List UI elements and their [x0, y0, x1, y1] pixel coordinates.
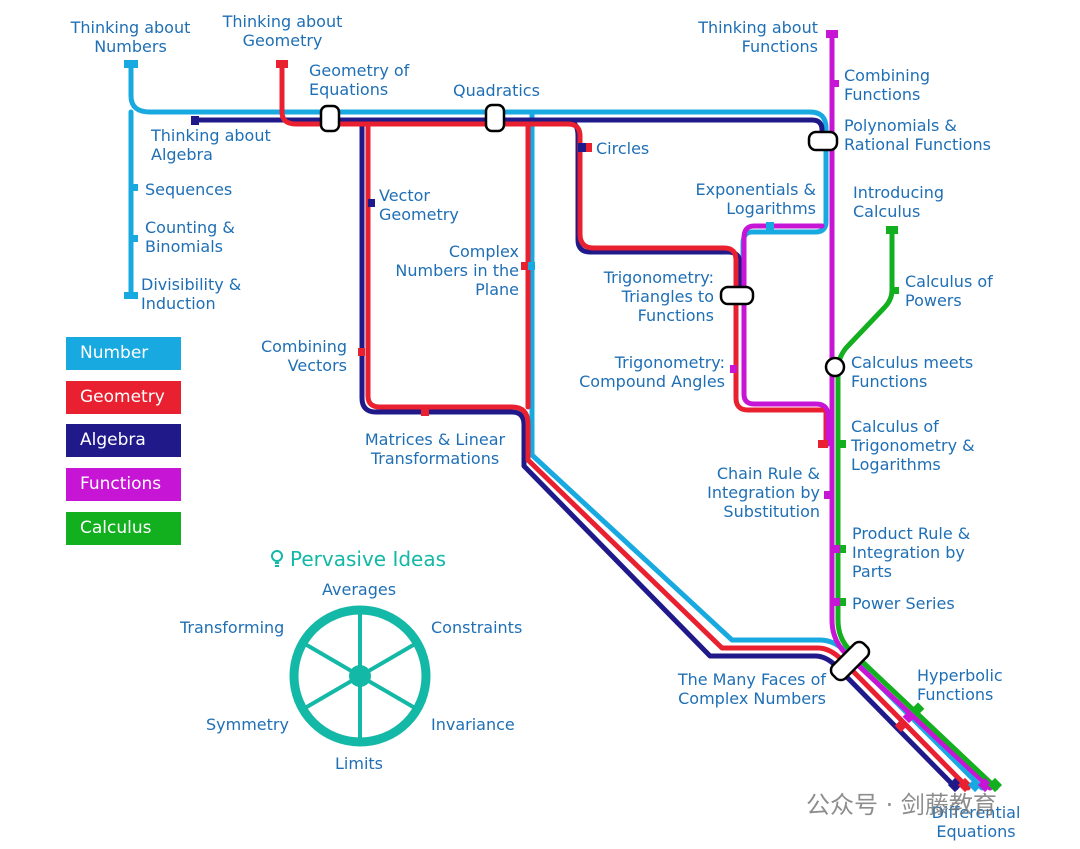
pervasive-constraints: Constraints	[431, 618, 523, 637]
station-thinking-about-functions[interactable]: Thinking about Functions	[698, 18, 818, 56]
tick-power-series-green	[840, 598, 846, 606]
station-matrices[interactable]: Matrices & Linear Transformations	[364, 430, 506, 468]
legend-geometry: Geometry	[66, 381, 181, 414]
wheel-hub	[349, 665, 371, 687]
pervasive-wheel	[289, 605, 431, 747]
tick-thinking-geometry	[276, 60, 288, 68]
interchange-polynomials	[807, 130, 839, 152]
pervasive-symmetry: Symmetry	[206, 715, 289, 734]
tick-circles	[578, 143, 586, 152]
station-sequences[interactable]: Sequences	[145, 180, 233, 199]
station-counting-binomials[interactable]: Counting & Binomials	[145, 218, 235, 256]
legend-algebra: Algebra	[66, 424, 181, 457]
legend-functions: Functions	[66, 468, 181, 501]
station-introducing-calculus[interactable]: Introducing Calculus	[853, 183, 944, 221]
interchange-many-faces	[829, 640, 871, 682]
tick-combining-vectors	[358, 348, 365, 356]
tick-end-functions	[977, 777, 993, 793]
tick-end-number	[967, 777, 983, 793]
legend-calculus: Calculus	[66, 512, 181, 545]
station-complex-numbers-plane[interactable]: Complex Numbers in the Plane	[395, 242, 519, 299]
tick-complex-plane-blue	[528, 262, 535, 270]
station-thinking-about-numbers[interactable]: Thinking about Numbers	[70, 18, 191, 56]
tick-product-rule-green	[840, 545, 846, 553]
interchanges	[319, 103, 871, 682]
tick-circles-red	[586, 143, 592, 152]
tick-calculus-trig-green	[838, 440, 846, 448]
station-calculus-meets-functions[interactable]: Calculus meets Functions	[851, 353, 974, 391]
pervasive-transforming: Transforming	[180, 618, 285, 637]
station-chain-rule[interactable]: Chain Rule & Integration by Substitution	[707, 464, 820, 521]
station-divisibility-induction[interactable]: Divisibility & Induction	[141, 275, 242, 313]
algebra-line-main	[192, 117, 825, 133]
tick-exponentials	[766, 222, 774, 231]
tick-complex-plane-red	[521, 262, 528, 270]
tick-chain-rule	[824, 491, 832, 499]
station-product-rule[interactable]: Product Rule & Integration by Parts	[852, 524, 971, 581]
pervasive-limits: Limits	[335, 754, 383, 773]
station-power-series[interactable]: Power Series	[852, 594, 955, 613]
station-trig-compound[interactable]: Trigonometry: Compound Angles	[579, 353, 725, 391]
algebra-line-vectors	[359, 117, 959, 791]
legend-number: Number	[66, 337, 181, 370]
tick-thinking-functions	[826, 30, 838, 38]
station-circles[interactable]: Circles	[596, 139, 650, 158]
tick-end-calculus	[987, 777, 1003, 793]
tick-hyperbolic	[911, 702, 925, 716]
tick-sequences	[131, 184, 138, 191]
tick-power-series	[832, 598, 840, 606]
station-polynomials[interactable]: Polynomials & Rational Functions	[844, 116, 991, 154]
geometry-line-complex	[365, 121, 971, 791]
tick-product-rule	[832, 545, 840, 553]
interchange-quadratics	[484, 103, 506, 133]
tick-vector-geometry	[368, 199, 375, 207]
pervasive-averages: Averages	[322, 580, 397, 599]
station-trig-triangles[interactable]: Trigonometry: Triangles to Functions	[603, 268, 714, 325]
interchange-calculus-meets	[824, 356, 846, 378]
pervasive-ideas-title-text: Pervasive Ideas	[290, 547, 447, 571]
pervasive-invariance: Invariance	[431, 715, 515, 734]
station-vector-geometry[interactable]: Vector Geometry	[379, 186, 459, 224]
station-combining-vectors[interactable]: Combining Vectors	[260, 337, 347, 375]
tick-matrices	[421, 407, 429, 416]
tick-end-geometry	[957, 777, 973, 793]
lightbulb-icon	[271, 550, 283, 567]
tick-hyperbolic-purple	[902, 710, 916, 724]
tick-thinking-algebra	[191, 116, 199, 125]
functions-line-loop	[741, 223, 831, 447]
tick-complex-faces-red	[894, 719, 908, 733]
tick-divisibility	[124, 292, 138, 299]
station-hyperbolic-functions[interactable]: Hyperbolic Functions	[917, 666, 1003, 704]
interchange-geometry-equations	[319, 104, 341, 133]
tick-end-algebra	[947, 777, 963, 793]
station-exponentials-logarithms[interactable]: Exponentials & Logarithms	[695, 180, 816, 218]
tick-calculus-powers-mid	[892, 287, 899, 294]
station-thinking-about-algebra[interactable]: Thinking about Algebra	[151, 126, 271, 164]
pervasive-ideas-title: Pervasive Ideas	[270, 547, 446, 571]
station-geometry-of-equations[interactable]: Geometry of Equations	[309, 61, 410, 99]
tick-calculus-powers	[886, 226, 898, 234]
wheel-rim	[289, 605, 431, 747]
station-calculus-of-powers[interactable]: Calculus of Powers	[905, 272, 993, 310]
station-ticks	[124, 30, 1003, 793]
tick-trig-compound	[730, 365, 737, 373]
geometry-line-main	[279, 61, 829, 447]
tick-calculus-trig-red	[818, 440, 828, 448]
station-quadratics[interactable]: Quadratics	[453, 81, 540, 100]
tick-thinking-numbers	[124, 60, 138, 68]
tick-combining-functions	[832, 80, 839, 87]
station-many-faces-complex[interactable]: The Many Faces of Complex Numbers	[677, 670, 826, 708]
station-combining-functions[interactable]: Combining Functions	[844, 66, 931, 104]
tick-counting	[131, 235, 138, 242]
interchange-trig-triangles	[719, 285, 755, 306]
number-line-main	[128, 61, 829, 303]
station-calculus-of-trigonometry[interactable]: Calculus of Trigonometry & Logarithms	[851, 417, 975, 474]
station-differential-equations[interactable]: Differential Equations	[931, 803, 1021, 841]
watermark: 公众号 · 剑藤教育	[806, 791, 997, 819]
station-thinking-about-geometry[interactable]: Thinking about Geometry	[222, 12, 343, 50]
